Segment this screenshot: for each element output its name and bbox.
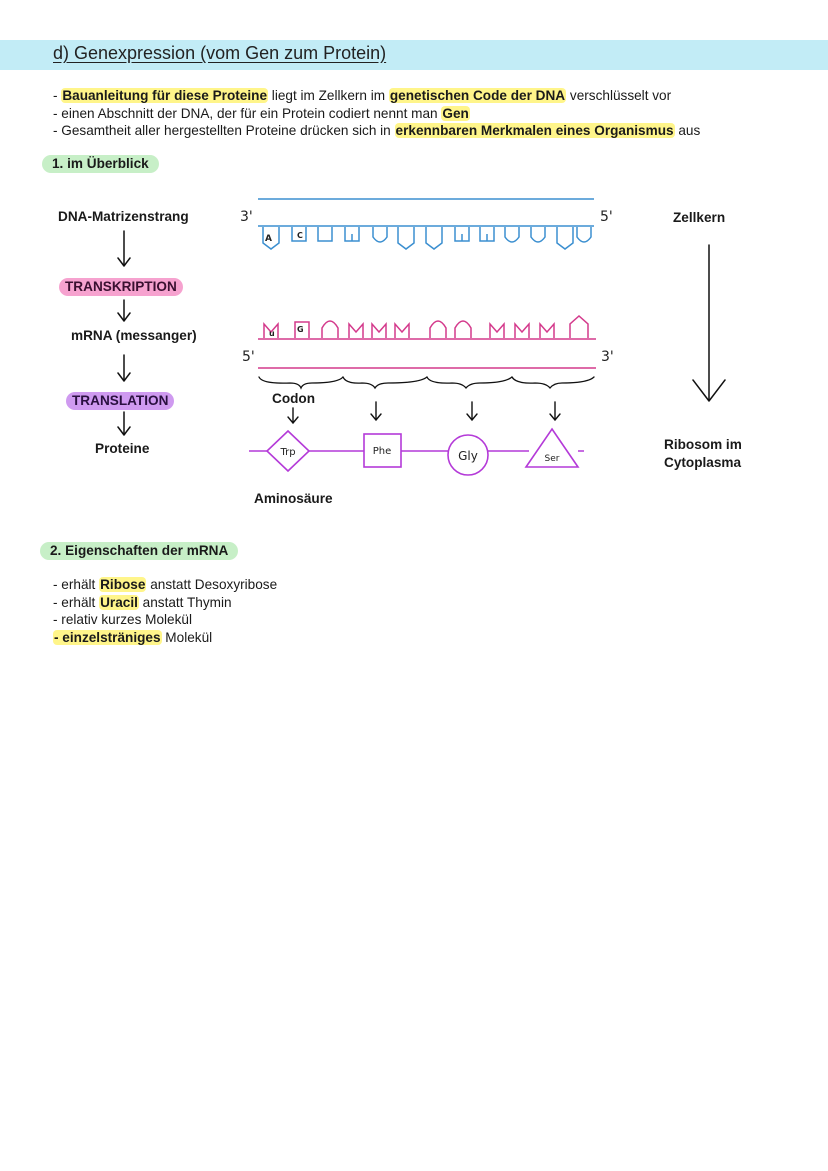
list-item: - erhält Ribose anstatt Desoxyribose	[53, 577, 278, 592]
mrna-5-prime-label: 5'	[242, 349, 255, 365]
dna-base	[291, 227, 307, 242]
section-heading-overview: 1. im Überblick	[42, 155, 159, 173]
aminosaeure-label: Aminosäure	[254, 491, 333, 506]
mrna-base	[429, 320, 447, 338]
intro-line-2: - einen Abschnitt der DNA, der für ein P…	[53, 105, 470, 121]
protein-chain: Trp Phe Gly Ser	[249, 427, 584, 476]
mrna-base	[569, 314, 589, 338]
arrow-down-icon	[117, 354, 131, 382]
dna-strand: 3' 5' A C	[240, 198, 613, 250]
mrna-properties-list: - erhält Ribose anstatt Desoxyribose - e…	[53, 576, 277, 646]
mrna-strand: u G 5' 3'	[242, 314, 614, 369]
flow-mrna-label: mRNA (messanger)	[71, 328, 197, 343]
arrow-down-icon	[117, 299, 131, 322]
mrna-bases	[263, 314, 589, 338]
highlight: - einzelsträniges	[53, 629, 162, 645]
arrow-down-icon	[549, 401, 561, 422]
mrna-base	[454, 320, 472, 338]
dna-bases	[262, 227, 592, 250]
mrna-3-prime-label: 3'	[601, 349, 614, 365]
amino-acid-triangle	[524, 427, 580, 468]
list-item: - einzelsträniges Molekül	[53, 629, 213, 645]
dna-base	[425, 227, 443, 250]
amino-acid-circle	[447, 434, 489, 476]
flow-transcription-label: TRANSKRIPTION	[59, 278, 183, 296]
dna-base	[372, 227, 388, 243]
arrow-down-icon	[117, 230, 131, 267]
amino-acid-trp: Trp	[279, 447, 295, 458]
dna-base	[344, 227, 360, 242]
intro-bullets: - Bauanleitung für diese Proteine liegt …	[53, 87, 813, 140]
mrna-base	[371, 322, 387, 338]
flow-proteine-label: Proteine	[95, 441, 150, 456]
mrna-base	[539, 322, 555, 338]
section-heading-mrna-properties: 2. Eigenschaften der mRNA	[40, 542, 239, 560]
base-u-label: u	[269, 329, 275, 338]
dna-base	[530, 227, 546, 243]
amino-acid-gly: Gly	[458, 449, 478, 463]
dna-5-prime-label: 5'	[600, 209, 613, 225]
base-g-label: G	[297, 325, 304, 334]
dna-base	[397, 227, 415, 250]
amino-acid-square	[363, 433, 402, 468]
amino-acid-ser: Ser	[545, 454, 560, 464]
dna-base	[479, 227, 495, 242]
mrna-base	[321, 320, 339, 338]
amino-acid-diamond	[265, 429, 311, 473]
codon-brace	[511, 376, 595, 390]
mrna-base	[348, 322, 364, 338]
dna-base	[454, 227, 470, 242]
dna-3-prime-label: 3'	[240, 209, 253, 225]
highlight: Gen	[441, 105, 470, 121]
highlight: Ribose	[99, 577, 147, 592]
intro-line-1: - Bauanleitung für diese Proteine liegt …	[53, 88, 672, 103]
list-item: - erhält Uracil anstatt Thymin	[53, 594, 232, 610]
title-bar	[0, 40, 828, 70]
dna-base	[556, 227, 574, 250]
arrow-down-icon	[370, 401, 382, 422]
amino-acid-shapes	[265, 427, 580, 476]
arrow-down-icon	[117, 411, 131, 436]
amino-acid-phe: Phe	[373, 446, 392, 457]
intro-line-3: - Gesamtheit aller hergestellten Protein…	[53, 123, 701, 138]
ribosom-label: Ribosom im Cytoplasma	[664, 437, 742, 470]
highlight: Bauanleitung für diese Proteine	[61, 88, 269, 103]
codon-brace	[258, 376, 344, 390]
codon-label: Codon	[272, 391, 316, 406]
dna-base	[262, 227, 280, 250]
mrna-base	[489, 322, 505, 338]
mrna-base	[263, 322, 279, 338]
codon-braces	[258, 376, 595, 390]
mrna-base	[394, 322, 410, 338]
arrow-down-icon	[287, 407, 299, 425]
flow-arrows	[117, 230, 726, 436]
codon-brace	[342, 376, 428, 390]
dna-base	[317, 227, 333, 242]
dna-base	[576, 227, 592, 243]
highlight: erkennbaren Merkmalen eines Organismus	[394, 123, 675, 138]
codon-arrows	[287, 401, 561, 425]
highlight: Uracil	[99, 594, 139, 610]
arrow-down-icon	[466, 401, 478, 422]
arrow-down-icon	[692, 244, 726, 402]
flow-translation-label: TRANSLATION	[66, 392, 175, 410]
codon-brace	[426, 376, 513, 390]
flow-dna-label: DNA-Matrizenstrang	[58, 209, 189, 224]
dna-base	[504, 227, 520, 243]
list-item: - relativ kurzes Molekül	[53, 612, 192, 628]
base-c-label: C	[297, 231, 303, 240]
mrna-base	[294, 321, 310, 338]
page-title: d) Genexpression (vom Gen zum Protein)	[53, 43, 387, 63]
base-a-label: A	[265, 234, 272, 244]
zellkern-label: Zellkern	[673, 210, 726, 225]
highlight: genetischen Code der DNA	[388, 88, 567, 103]
mrna-base	[514, 322, 530, 338]
